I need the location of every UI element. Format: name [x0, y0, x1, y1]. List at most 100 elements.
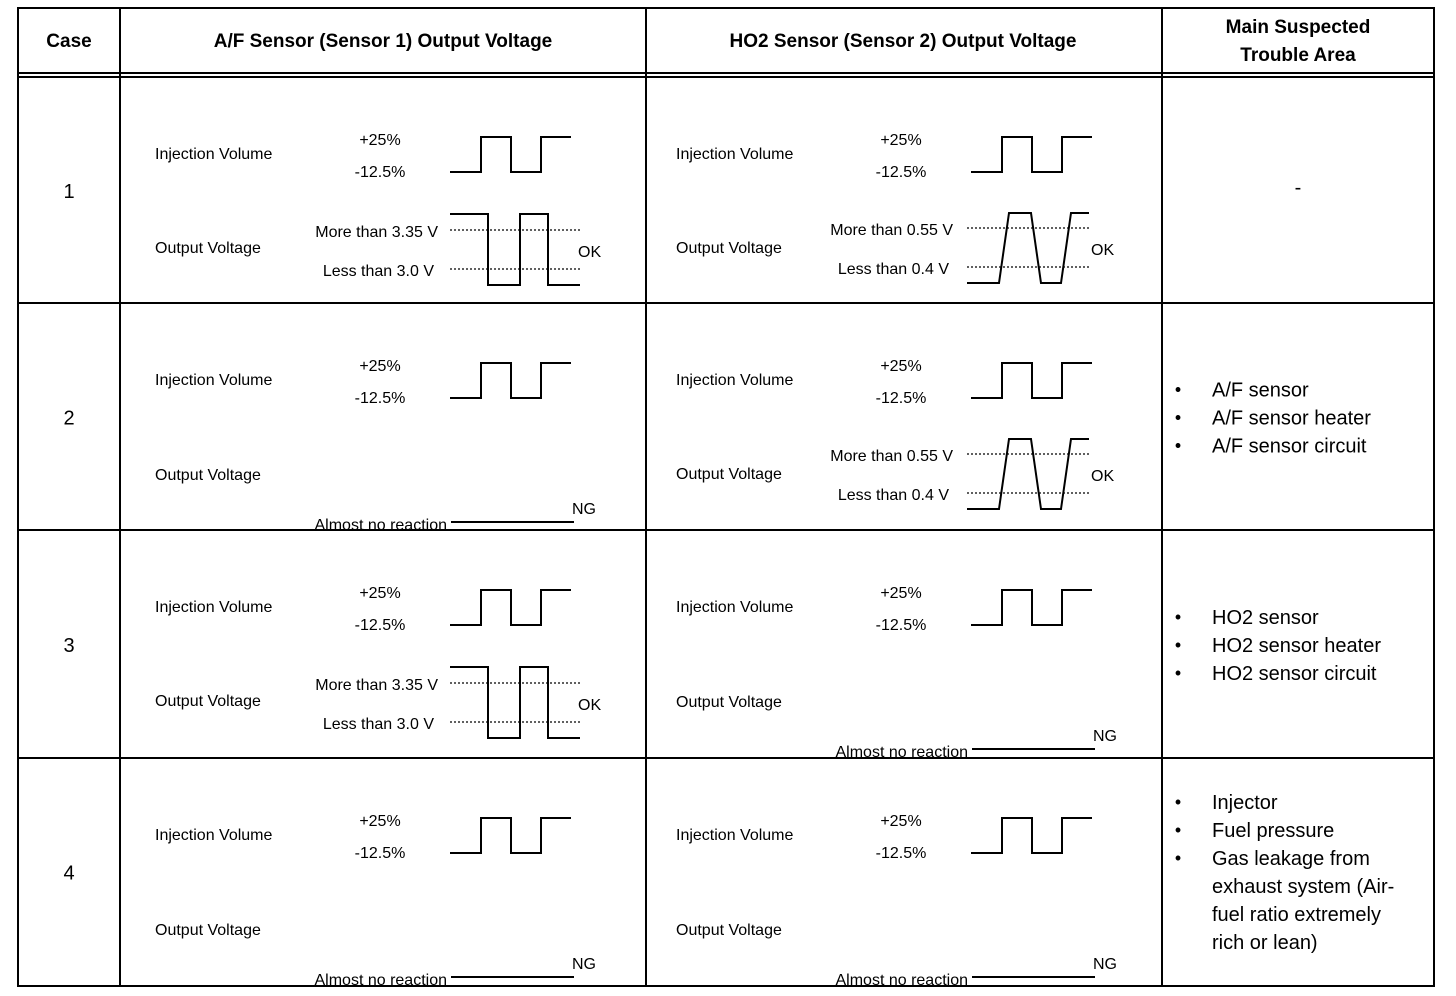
ho2-injection-waveform — [971, 362, 1092, 399]
ho2-result-ok: OK — [1091, 242, 1114, 259]
bullet-point: • — [1175, 408, 1181, 428]
bullet-point: • — [1175, 663, 1181, 683]
ho2-output-voltage-label: Output Voltage — [676, 922, 782, 939]
af-injection-volume-label: Injection Volume — [155, 372, 273, 389]
ho2-injection-plus: +25% — [880, 813, 921, 830]
ho2-injection-plus: +25% — [880, 585, 921, 602]
af-injection-minus: -12.5% — [355, 164, 406, 181]
trouble-area-item: rich or lean) — [1212, 932, 1318, 954]
ho2-injection-volume-label: Injection Volume — [676, 372, 794, 389]
table-row: 2 Injection Volume +25% -12.5% Output Voltag… — [63, 358, 1371, 534]
af-no-reaction-label: Almost no reaction — [314, 517, 447, 534]
af-injection-waveform — [450, 362, 571, 399]
ho2-injection-waveform — [971, 817, 1092, 854]
header-af-sensor: A/F Sensor (Sensor 1) Output Voltage — [214, 31, 553, 52]
no-trouble-dash: - — [1295, 177, 1302, 199]
bullet-point: • — [1175, 848, 1181, 868]
trouble-area-item: exhaust system (Air- — [1212, 876, 1394, 898]
ho2-output-waveform — [967, 212, 1089, 284]
af-injection-volume-label: Injection Volume — [155, 599, 273, 616]
af-sensor-cell: Injection Volume +25% -12.5% Output Voltage… — [155, 132, 601, 286]
table-row: 4 Injection Volume +25% -12.5% Output Voltag… — [63, 792, 1394, 989]
ho2-sensor-cell: Injection Volume +25% -12.5% Output Voltage… — [676, 358, 1114, 510]
trouble-area-item: Gas leakage from — [1212, 848, 1370, 870]
trouble-area-item: HO2 sensor heater — [1212, 635, 1381, 657]
ho2-injection-plus: +25% — [880, 358, 921, 375]
af-output-voltage-label: Output Voltage — [155, 922, 261, 939]
af-threshold-high: More than 3.35 V — [315, 224, 438, 241]
af-injection-volume-label: Injection Volume — [155, 146, 273, 163]
ho2-threshold-low: Less than 0.4 V — [838, 261, 950, 278]
af-injection-minus: -12.5% — [355, 390, 406, 407]
ho2-injection-minus: -12.5% — [876, 617, 927, 634]
ho2-injection-volume-label: Injection Volume — [676, 827, 794, 844]
ho2-output-waveform — [967, 438, 1089, 510]
af-output-voltage-label: Output Voltage — [155, 467, 261, 484]
ho2-sensor-cell: Injection Volume+25%-12.5%Output Voltage… — [676, 132, 1114, 284]
af-injection-plus: +25% — [359, 358, 400, 375]
af-injection-volume-label: Injection Volume — [155, 827, 273, 844]
af-injection-waveform — [450, 136, 571, 173]
case-number: 3 — [63, 635, 74, 657]
ho2-output-voltage-label: Output Voltage — [676, 694, 782, 711]
header-ho2-sensor: HO2 Sensor (Sensor 2) Output Voltage — [730, 31, 1077, 52]
af-output-waveform — [450, 666, 580, 739]
ho2-threshold-low: Less than 0.4 V — [838, 487, 950, 504]
ho2-injection-minus: -12.5% — [876, 845, 927, 862]
trouble-area-item: HO2 sensor — [1212, 607, 1319, 629]
ho2-injection-volume-label: Injection Volume — [676, 146, 794, 163]
bullet-point: • — [1175, 380, 1181, 400]
bullet-point: • — [1175, 635, 1181, 655]
af-sensor-cell: Injection Volume+25%-12.5%Output Voltage… — [155, 585, 601, 739]
af-threshold-low: Less than 3.0 V — [323, 263, 435, 280]
table-grid — [17, 7, 1435, 987]
af-output-voltage-label: Output Voltage — [155, 240, 261, 257]
trouble-area-cell: •HO2 sensor•HO2 sensor heater•HO2 sensor… — [1175, 607, 1381, 685]
af-no-reaction-label: Almost no reaction — [314, 972, 447, 989]
bullet-point: • — [1175, 820, 1181, 840]
trouble-area-cell: •Injector•Fuel pressure•Gas leakage from… — [1175, 792, 1394, 954]
af-sensor-cell: Injection Volume +25% -12.5% Output Voltage… — [155, 358, 596, 534]
af-threshold-high: More than 3.35 V — [315, 677, 438, 694]
trouble-area-item: Fuel pressure — [1212, 820, 1334, 842]
ho2-threshold-high: More than 0.55 V — [830, 222, 953, 239]
trouble-area-item: A/F sensor — [1212, 380, 1309, 402]
ho2-injection-waveform — [971, 136, 1092, 173]
ho2-output-voltage-label: Output Voltage — [676, 466, 782, 483]
af-injection-waveform — [450, 817, 571, 854]
ho2-output-voltage-label: Output Voltage — [676, 240, 782, 257]
trouble-area-item: fuel ratio extremely — [1212, 904, 1381, 926]
ho2-no-reaction-label: Almost no reaction — [835, 744, 968, 761]
af-injection-plus: +25% — [359, 132, 400, 149]
header-area-line2: Trouble Area — [1240, 45, 1356, 66]
ho2-result-ng: NG — [1093, 728, 1117, 745]
bullet-point: • — [1175, 436, 1181, 456]
bullet-point: • — [1175, 607, 1181, 627]
af-result-ok: OK — [578, 244, 601, 261]
header-area-line1: Main Suspected — [1226, 17, 1371, 38]
af-output-voltage-label: Output Voltage — [155, 693, 261, 710]
trouble-area-item: A/F sensor heater — [1212, 408, 1371, 430]
af-sensor-cell: Injection Volume +25% -12.5% Output Voltage… — [155, 813, 596, 989]
trouble-area-item: A/F sensor circuit — [1212, 436, 1367, 458]
bullet-point: • — [1175, 792, 1181, 812]
ho2-sensor-cell: Injection Volume +25% -12.5% Output Voltage… — [676, 813, 1117, 989]
case-number: 2 — [63, 408, 74, 430]
af-result-ng: NG — [572, 501, 596, 518]
ho2-injection-minus: -12.5% — [876, 390, 927, 407]
af-injection-plus: +25% — [359, 813, 400, 830]
af-threshold-low: Less than 3.0 V — [323, 716, 435, 733]
header-case: Case — [46, 31, 91, 52]
af-injection-minus: -12.5% — [355, 845, 406, 862]
ho2-no-reaction-label: Almost no reaction — [835, 972, 968, 989]
af-result-ok: OK — [578, 697, 601, 714]
ho2-sensor-cell: Injection Volume+25%-12.5%Output Voltage… — [676, 585, 1117, 761]
ho2-result-ng: NG — [1093, 956, 1117, 973]
case-number: 4 — [63, 863, 74, 885]
ho2-injection-minus: -12.5% — [876, 164, 927, 181]
trouble-area-cell: - — [1295, 177, 1302, 199]
